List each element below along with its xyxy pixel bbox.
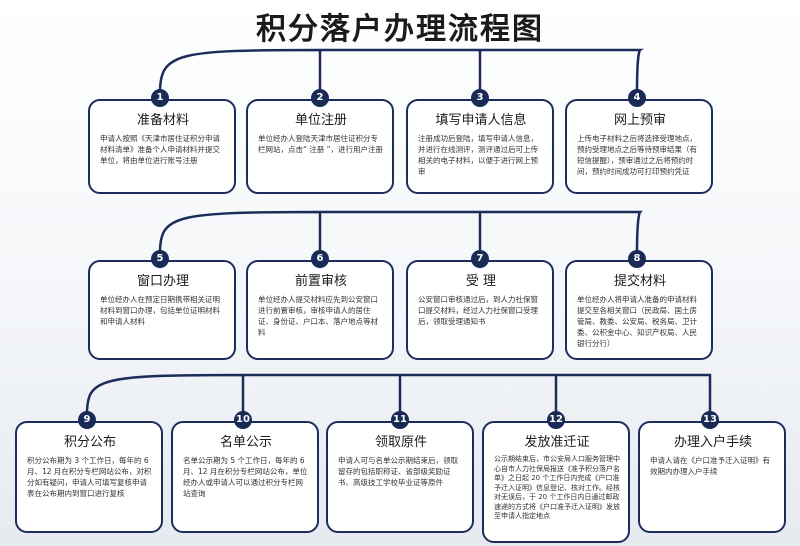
step-number-badge: 12 [547,411,565,429]
step-box-11: 领取原件 申请人可与名单公示期结束后，领取留存的包括职称证、省部级奖励证书、高级… [326,421,474,533]
step-heading: 办理入户手续 [673,435,752,450]
step-number-badge: 7 [471,250,489,268]
step-heading: 提交材料 [613,274,666,289]
step-heading: 前置审核 [294,274,347,289]
step-description: 名单公示期为 5 个工作日，每年的 6月、12 月在积分专栏网站公布，单位经办人… [183,456,308,498]
step-box-9: 积分公布 积分公布期为 3 个工作日，每年的 6月、12 月在积分专栏网站公布，… [15,421,163,533]
step-number-badge: 13 [701,411,719,429]
step-number-badge: 11 [391,411,409,429]
step-heading: 发放准迁证 [524,435,590,450]
step-description: 单位经办人在预定日期携带相关证明材料到窗口办理，包括单位证明材料和申请人材料 [100,295,220,326]
step-description: 上传电子材料之后将选择受理地点，预约受理地点之后等待预审结果（有短信提醒），预审… [577,134,697,176]
step-number-badge: 3 [471,89,489,107]
step-number-badge: 2 [311,89,329,107]
step-description: 申请人请在《户口准予迁入证明》有效期内办理入户手续 [650,456,770,476]
step-number-badge: 4 [628,89,646,107]
step-heading: 填写申请人信息 [435,113,527,128]
step-description: 注册成功后登陆，填写申请人信息，并进行在线测评，测评通过后可上传相关的电子材料，… [418,134,538,176]
connector-row-2 [158,210,644,255]
step-heading: 准备材料 [136,113,189,128]
page-title: 积分落户办理流程图 [256,12,544,47]
step-box-2: 单位注册 单位经办人登陆天津市居住证积分专栏网站，点击“ 注册 ”，进行用户注册 [246,99,394,194]
step-box-13: 办理入户手续 申请人请在《户口准予迁入证明》有效期内办理入户手续 [638,421,786,533]
step-box-6: 前置审核 单位经办人提交材料应先到公安窗口进行前置审核，审核申请人的居住证、身份… [246,260,394,360]
step-heading: 名单公示 [219,435,272,450]
step-description: 申请人可与名单公示期结束后，领取留存的包括职称证、省部级奖励证书、高级技工学校毕… [338,456,458,487]
step-number-badge: 6 [311,250,329,268]
step-description: 积分公布期为 3 个工作日，每年的 6月、12 月在积分专栏网站公布，对积分如有… [27,456,152,498]
step-description: 公示期结束后，市公安局人口服务管理中心自市人力社保局报送《准予积分落户名单》之日… [494,455,620,520]
step-number-badge: 1 [151,89,169,107]
step-number-badge: 8 [628,250,646,268]
step-heading: 积分公布 [63,435,116,450]
step-box-3: 填写申请人信息 注册成功后登陆，填写申请人信息，并进行在线测评，测评通过后可上传… [406,99,554,194]
step-box-12: 发放准迁证 公示期结束后，市公安局人口服务管理中心自市人力社保局报送《准予积分落… [482,421,630,543]
step-box-8: 提交材料 单位经办人将申请人准备的申请材料提交至各相关窗口（民政局、国土房管局、… [565,260,713,360]
step-box-4: 网上预审 上传电子材料之后将选择受理地点，预约受理地点之后等待预审结果（有短信提… [565,99,713,194]
step-description: 单位经办人将申请人准备的申请材料提交至各相关窗口（民政局、国土房管局、教委、公安… [577,295,697,348]
step-box-10: 名单公示 名单公示期为 5 个工作日，每年的 6月、12 月在积分专栏网站公布，… [171,421,319,533]
step-description: 申请人按照《天津市居住证积分申请材料清单》准备个人申请材料并提交单位，将由单位进… [100,134,220,165]
step-heading: 单位注册 [294,113,347,128]
step-number-badge: 5 [151,250,169,268]
step-box-7: 受 理 公安窗口审核通过后，到人力社保窗口提交材料，经过人力社保窗口受理后，领取… [406,260,554,360]
step-heading: 窗口办理 [136,274,189,289]
step-description: 公安窗口审核通过后，到人力社保窗口提交材料，经过人力社保窗口受理后，领取受理通知… [418,295,538,326]
step-heading: 受 理 [465,274,497,289]
step-heading: 网上预审 [613,113,666,128]
step-description: 单位经办人提交材料应先到公安窗口进行前置审核，审核申请人的居住证、身份证、户口本… [258,295,378,337]
step-number-badge: 9 [78,411,96,429]
step-heading: 领取原件 [374,435,427,450]
connector-row-3 [85,373,712,416]
step-number-badge: 10 [234,411,252,429]
step-box-1: 准备材料 申请人按照《天津市居住证积分申请材料清单》准备个人申请材料并提交单位，… [88,99,236,194]
step-description: 单位经办人登陆天津市居住证积分专栏网站，点击“ 注册 ”，进行用户注册 [258,134,384,154]
connector-row-1 [158,48,645,94]
step-box-5: 窗口办理 单位经办人在预定日期携带相关证明材料到窗口办理，包括单位证明材料和申请… [88,260,236,360]
